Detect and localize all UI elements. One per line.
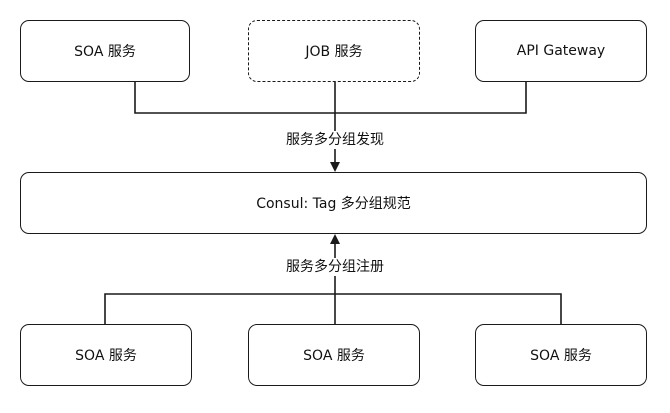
- bottom-node-soa-service-3-label: SOA 服务: [530, 348, 592, 364]
- consul-tag-spec-label: Consul: Tag 多分组规范: [256, 196, 411, 212]
- top-node-soa-service: SOA 服务: [20, 20, 190, 82]
- bottom-node-soa-service-1-label: SOA 服务: [75, 348, 137, 364]
- top-node-api-gateway-label: API Gateway: [516, 43, 606, 59]
- top-node-api-gateway: API Gateway: [475, 20, 647, 82]
- bottom-node-soa-service-2-label: SOA 服务: [303, 348, 365, 364]
- top-node-job-service-label: JOB 服务: [305, 44, 363, 60]
- bottom-node-soa-service-2: SOA 服务: [248, 324, 420, 386]
- top-node-soa-service-label: SOA 服务: [74, 44, 136, 60]
- bottom-node-soa-service-1: SOA 服务: [20, 324, 192, 386]
- registration-edge-label: 服务多分组注册: [284, 258, 386, 276]
- discovery-edge-label: 服务多分组发现: [284, 131, 386, 149]
- top-connector-bus: [134, 82, 527, 114]
- bottom-node-soa-service-3: SOA 服务: [475, 324, 647, 386]
- top-node-job-service: JOB 服务: [248, 20, 420, 82]
- bottom-connector-bus: [104, 293, 562, 324]
- consul-tag-spec-node: Consul: Tag 多分组规范: [20, 172, 647, 234]
